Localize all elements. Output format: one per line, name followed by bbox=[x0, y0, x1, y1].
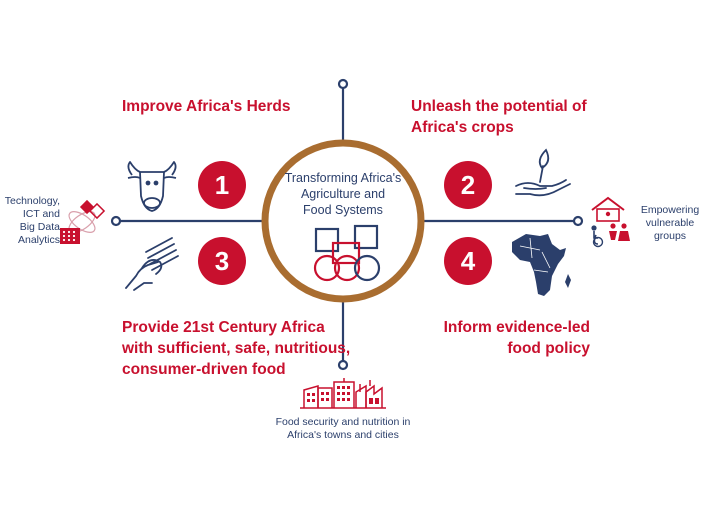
badge-4 bbox=[444, 237, 492, 285]
badge-3 bbox=[198, 237, 246, 285]
center-logo bbox=[313, 224, 381, 282]
badge-2 bbox=[444, 161, 492, 209]
technology-label-line-2: ICT and bbox=[22, 208, 60, 220]
badge-1-number: 1 bbox=[215, 170, 229, 200]
people-house-icon bbox=[591, 196, 630, 248]
left-node bbox=[110, 215, 122, 227]
badge-3-number: 3 bbox=[215, 246, 229, 276]
goal-3-line-3: consumer-driven food bbox=[122, 361, 286, 378]
goal-4-heading: Inform evidence-led food policy bbox=[430, 317, 590, 359]
center-title-line-2: Agriculture and bbox=[300, 187, 386, 201]
goal-4-line-2: food policy bbox=[507, 340, 590, 357]
city-buildings-icon bbox=[300, 378, 386, 409]
badge-4-number: 4 bbox=[461, 246, 476, 276]
goal-2-heading: Unleash the potential of Africa's crops bbox=[411, 96, 587, 138]
food-security-label-line-2: Africa's towns and cities bbox=[287, 429, 399, 441]
bottom-node bbox=[337, 359, 349, 371]
technology-icon bbox=[60, 199, 106, 244]
empowering-label-line-2: vulnerable bbox=[645, 217, 695, 229]
empowering-label-line-1: Empowering bbox=[640, 204, 700, 216]
goal-1-heading: Improve Africa's Herds bbox=[122, 96, 291, 117]
connector-lines bbox=[116, 84, 578, 365]
cow-icon bbox=[127, 161, 177, 212]
center-title-line-1: Transforming Africa's bbox=[284, 171, 402, 185]
food-security-label-line-1: Food security and nutrition in bbox=[275, 416, 411, 428]
center-ring bbox=[261, 139, 425, 303]
badge-1 bbox=[198, 161, 246, 209]
goal-2-line-2: Africa's crops bbox=[411, 119, 514, 136]
top-node bbox=[337, 78, 349, 90]
right-node bbox=[572, 215, 584, 227]
center-title: Transforming Africa's Agriculture and Fo… bbox=[283, 170, 403, 218]
goal-3-line-2: with sufficient, safe, nutritious, bbox=[122, 340, 351, 357]
number-badges: 1 2 3 4 bbox=[198, 161, 492, 285]
empowering-label-line-3: groups bbox=[653, 230, 687, 242]
goal-2-line-1: Unleash the potential of bbox=[411, 98, 587, 115]
badge-2-number: 2 bbox=[461, 170, 475, 200]
technology-label-line-1: Technology, bbox=[4, 195, 60, 207]
goal-3-heading: Provide 21st Century Africa with suffici… bbox=[122, 317, 350, 380]
plant-in-hand-icon bbox=[515, 148, 571, 197]
center-title-line-3: Food Systems bbox=[303, 203, 383, 217]
technology-label-line-3: Big Data bbox=[19, 221, 60, 233]
technology-label: Technology, ICT and Big Data Analytics bbox=[0, 195, 60, 247]
goal-3-line-1: Provide 21st Century Africa bbox=[122, 319, 325, 336]
empowering-label: Empowering vulnerable groups bbox=[632, 204, 708, 243]
food-security-label: Food security and nutrition in Africa's … bbox=[252, 416, 434, 442]
hand-grain-icon bbox=[125, 237, 179, 291]
africa-map-icon bbox=[512, 234, 571, 296]
goal-1-line-1: Improve Africa's Herds bbox=[122, 98, 291, 115]
goal-4-line-1: Inform evidence-led bbox=[443, 319, 590, 336]
technology-label-line-4: Analytics bbox=[17, 234, 60, 246]
